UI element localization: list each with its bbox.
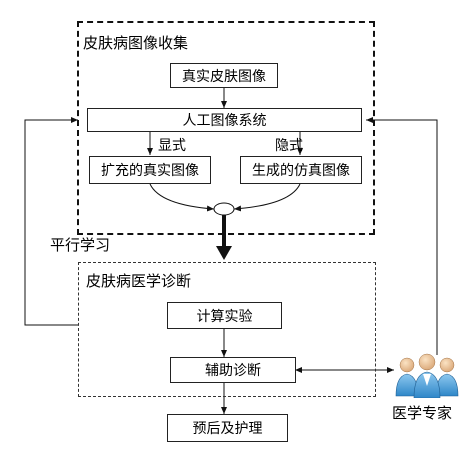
- augmented-images-label: 扩充的真实图像: [101, 163, 199, 179]
- parallel-learning-label: 平行学习: [50, 236, 111, 254]
- computational-experiment-box: 计算实验: [167, 302, 282, 329]
- collection-frame: [77, 21, 375, 235]
- medical-experts-label: 医学专家: [392, 404, 453, 422]
- real-images-box: 真实皮肤图像: [170, 63, 278, 88]
- curve-augmented-to-merge: [149, 183, 215, 212]
- diagnosis-title: 皮肤病医学诊断: [86, 272, 192, 290]
- feedback-loop-right: [366, 117, 438, 355]
- curve-generated-to-merge: [233, 183, 301, 212]
- generated-images-label: 生成的仿真图像: [252, 163, 350, 179]
- diagnosis-frame: [78, 262, 376, 397]
- thick-arrow-head: [216, 246, 232, 260]
- augmented-images-box: 扩充的真实图像: [89, 156, 211, 184]
- prognosis-nursing-box: 预后及护理: [167, 414, 288, 442]
- artificial-system-box: 人工图像系统: [87, 108, 362, 132]
- real-images-label: 真实皮肤图像: [182, 68, 266, 85]
- assisted-diagnosis-label: 辅助诊断: [205, 363, 261, 379]
- artificial-system-label: 人工图像系统: [182, 113, 267, 129]
- medical-experts-icon: [394, 352, 460, 399]
- generated-images-box: 生成的仿真图像: [240, 156, 362, 184]
- assisted-diagnosis-box: 辅助诊断: [170, 357, 296, 383]
- implicit-label: 隐式: [275, 138, 303, 154]
- feedback-loop-left: [24, 117, 78, 326]
- collection-title: 皮肤病图像收集: [83, 34, 189, 52]
- computational-experiment-label: 计算实验: [196, 308, 253, 325]
- explicit-label: 显式: [158, 138, 186, 154]
- prognosis-nursing-label: 预后及护理: [192, 421, 263, 437]
